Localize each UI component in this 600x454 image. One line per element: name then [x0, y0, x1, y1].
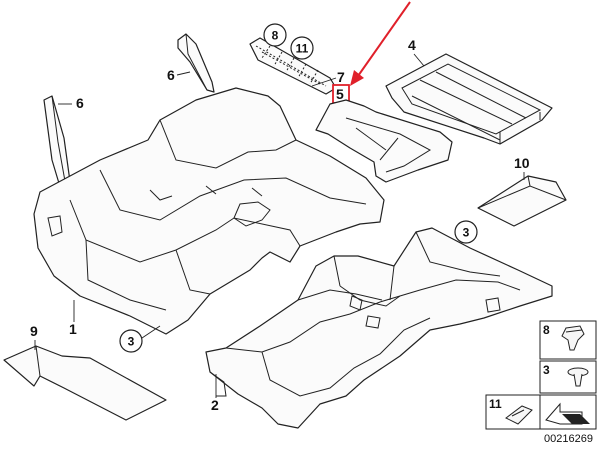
part-2-rear-floor [205, 227, 553, 429]
callout-7: 7 [337, 69, 345, 85]
hook-icon [505, 405, 533, 425]
callout-11: 11 [296, 42, 309, 56]
callout-1: 1 [69, 321, 77, 337]
part-1-front-carpet [33, 87, 385, 335]
callout-8: 8 [272, 29, 279, 43]
part-9-mat [3, 345, 167, 421]
callout-9: 9 [30, 323, 38, 339]
leader-7 [311, 77, 337, 87]
callout-6-upper: 6 [167, 67, 175, 83]
legend-box-11 [485, 394, 541, 430]
callout-3a-circle [119, 329, 143, 353]
legend-label-8: 8 [543, 323, 550, 337]
part-4-tray [385, 53, 553, 145]
callout-3b: 3 [463, 226, 470, 240]
leader-4 [413, 53, 425, 67]
legend-label-11: 11 [489, 397, 502, 411]
callout-6-left: 6 [76, 95, 84, 111]
callout-2: 2 [211, 397, 219, 413]
expanding-rivet-icon [567, 367, 589, 387]
legend-box-3 [539, 360, 597, 394]
legend-label-3: 3 [543, 363, 550, 377]
callout-11-circle [290, 36, 314, 60]
part-6-upper-trim [177, 33, 215, 93]
red-arrow-icon [350, 1, 411, 86]
part-10-wedge [477, 175, 567, 227]
callout-10: 10 [514, 155, 530, 171]
clip-icon [561, 325, 585, 351]
legend-panel: 8 3 11 [485, 320, 597, 430]
callout-3a: 3 [128, 335, 135, 349]
reference-number: 00216269 [544, 433, 593, 445]
callout-4: 4 [408, 37, 416, 53]
callout-8-circle [263, 23, 287, 47]
part-5-rear-carpet [315, 99, 453, 183]
callout-3b-circle [454, 220, 478, 244]
leader-6-upper [176, 71, 191, 76]
leader-3a [141, 325, 161, 339]
assembly-symbol-icon [545, 402, 590, 425]
callout-5: 5 [336, 86, 344, 102]
